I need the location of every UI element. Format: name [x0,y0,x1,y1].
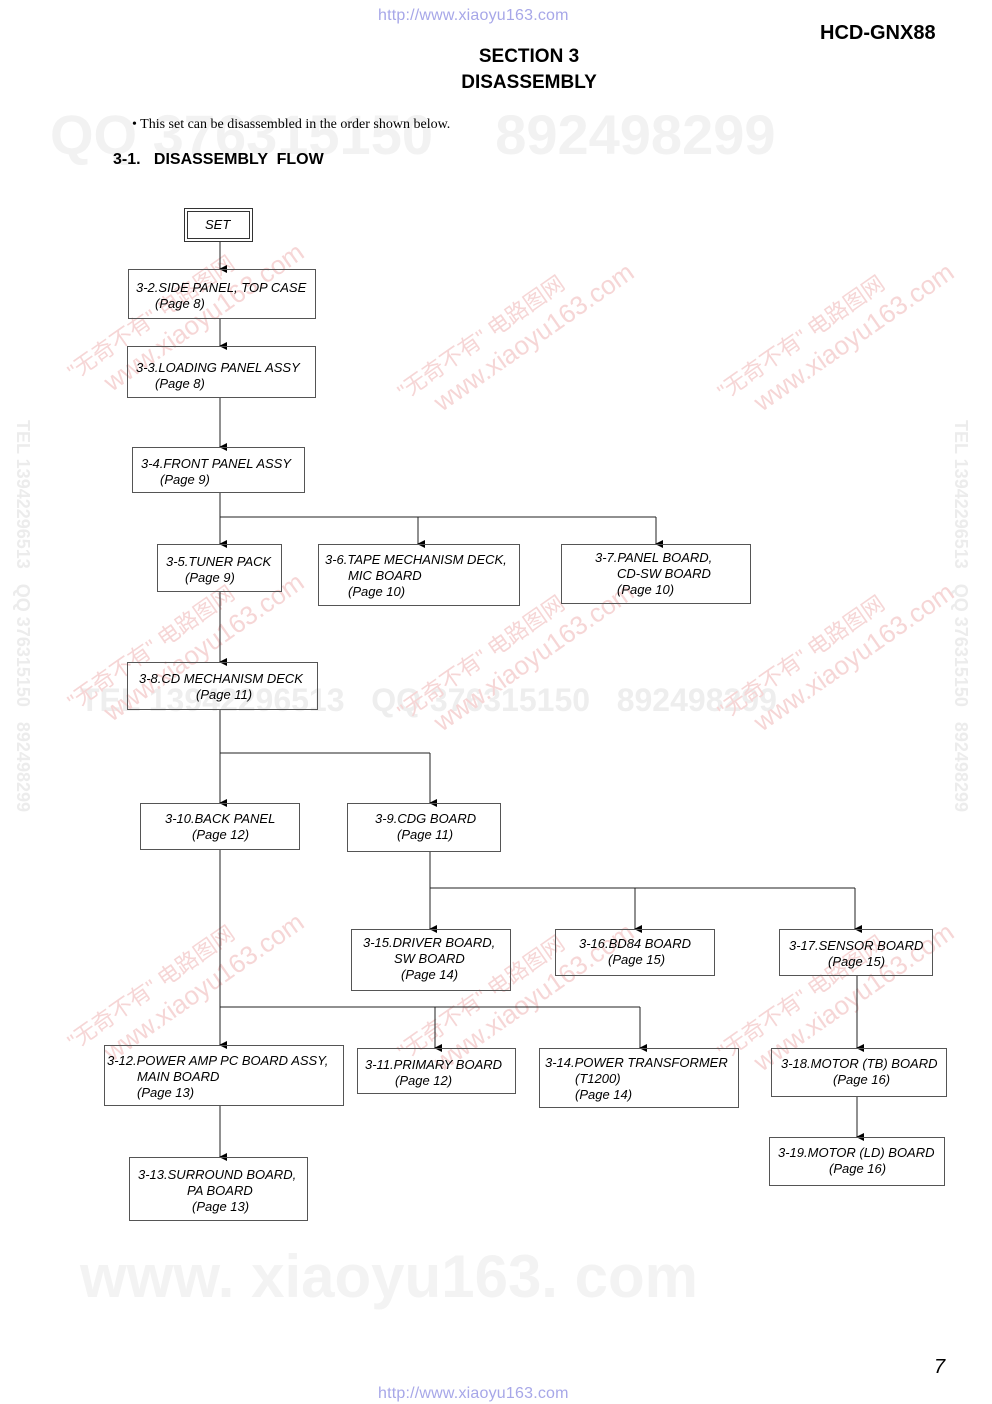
node-3-15: 3-15.DRIVER BOARD, SW BOARD (Page 14) [351,929,511,991]
node-3-5: 3-5.TUNER PACK (Page 9) [157,544,282,592]
node-3-14-line2: (T1200) [575,1071,621,1086]
node-3-7-title: 3-7.PANEL BOARD, [595,550,713,565]
node-3-6: 3-6.TAPE MECHANISM DECK, MIC BOARD (Page… [318,544,520,606]
node-3-5-title: 3-5.TUNER PACK [166,554,272,569]
node-3-6-line2: MIC BOARD [348,568,422,583]
node-3-14-title: 3-14.POWER TRANSFORMER [545,1055,728,1070]
node-3-7-page: (Page 10) [617,582,675,597]
node-3-18: 3-18.MOTOR (TB) BOARD (Page 16) [771,1048,947,1097]
node-3-4-page: (Page 9) [160,472,210,487]
node-3-6-page: (Page 10) [348,584,406,599]
node-3-19-page: (Page 16) [829,1161,887,1176]
node-3-14-page: (Page 14) [575,1087,633,1102]
section-title: DISASSEMBLY [461,72,597,93]
node-3-6-title: 3-6.TAPE MECHANISM DECK, [325,552,507,567]
node-3-2-title: 3-2.SIDE PANEL, TOP CASE [136,280,307,295]
node-3-18-page: (Page 16) [833,1072,891,1087]
node-3-11: 3-11.PRIMARY BOARD (Page 12) [357,1048,516,1094]
node-3-13: 3-13.SURROUND BOARD, PA BOARD (Page 13) [129,1157,308,1221]
section-number: SECTION 3 [478,46,580,67]
node-3-18-title: 3-18.MOTOR (TB) BOARD [781,1056,938,1071]
node-3-11-title: 3-11.PRIMARY BOARD [365,1057,503,1072]
node-3-2-page: (Page 8) [155,296,205,311]
page-number: 7 [934,1356,946,1378]
node-3-15-title: 3-15.DRIVER BOARD, [363,935,496,950]
node-3-11-page: (Page 12) [395,1073,453,1088]
node-3-9: 3-9.CDG BOARD (Page 11) [347,803,501,852]
node-3-17-page: (Page 15) [828,954,886,969]
node-3-17: 3-17.SENSOR BOARD (Page 15) [779,929,933,976]
node-3-10-page: (Page 12) [192,827,250,842]
node-3-3-page: (Page 8) [155,376,205,391]
node-3-4: 3-4.FRONT PANEL ASSY (Page 9) [132,447,305,493]
node-3-9-title: 3-9.CDG BOARD [375,811,477,826]
node-3-15-line2: SW BOARD [394,951,465,966]
node-3-12: 3-12.POWER AMP PC BOARD ASSY, MAIN BOARD… [104,1045,344,1106]
node-3-12-line2: MAIN BOARD [137,1069,220,1084]
intro-note: • This set can be disassembled in the or… [132,117,451,132]
node-3-10-title: 3-10.BACK PANEL [165,811,276,826]
node-3-14: 3-14.POWER TRANSFORMER (T1200) (Page 14) [539,1048,739,1108]
node-3-13-line2: PA BOARD [187,1183,253,1198]
node-3-19-title: 3-19.MOTOR (LD) BOARD [778,1145,935,1160]
node-3-8-page: (Page 11) [196,687,253,702]
node-3-10: 3-10.BACK PANEL (Page 12) [140,803,300,850]
node-3-17-title: 3-17.SENSOR BOARD [789,938,924,953]
node-3-9-page: (Page 11) [397,827,454,842]
node-3-15-page: (Page 14) [401,967,459,982]
node-3-8-title: 3-8.CD MECHANISM DECK [139,671,303,686]
bottom-url[interactable]: http://www.xiaoyu163.com [378,1385,569,1402]
node-3-2: 3-2.SIDE PANEL, TOP CASE (Page 8) [128,269,316,319]
top-url[interactable]: http://www.xiaoyu163.com [378,7,569,24]
node-3-5-page: (Page 9) [185,570,235,585]
node-set: SET [184,208,253,242]
subheading: 3-1. DISASSEMBLY FLOW [113,151,324,168]
node-3-12-title: 3-12.POWER AMP PC BOARD ASSY, [107,1053,329,1068]
node-3-7-line2: CD-SW BOARD [617,566,711,581]
node-3-3: 3-3.LOADING PANEL ASSY (Page 8) [127,346,316,398]
node-3-7: 3-7.PANEL BOARD, CD-SW BOARD (Page 10) [561,544,751,604]
node-3-16-title: 3-16.BD84 BOARD [579,936,691,951]
node-3-13-title: 3-13.SURROUND BOARD, [138,1167,297,1182]
node-3-16: 3-16.BD84 BOARD (Page 15) [555,929,715,976]
node-3-3-title: 3-3.LOADING PANEL ASSY [136,360,300,375]
node-set-label: SET [205,217,231,232]
node-3-12-page: (Page 13) [137,1085,195,1100]
node-3-8: 3-8.CD MECHANISM DECK (Page 11) [127,662,318,710]
node-3-19: 3-19.MOTOR (LD) BOARD (Page 16) [769,1137,945,1186]
node-3-16-page: (Page 15) [608,952,666,967]
node-3-13-page: (Page 13) [192,1199,250,1214]
model-number: HCD-GNX88 [820,22,936,44]
node-3-4-title: 3-4.FRONT PANEL ASSY [141,456,292,471]
